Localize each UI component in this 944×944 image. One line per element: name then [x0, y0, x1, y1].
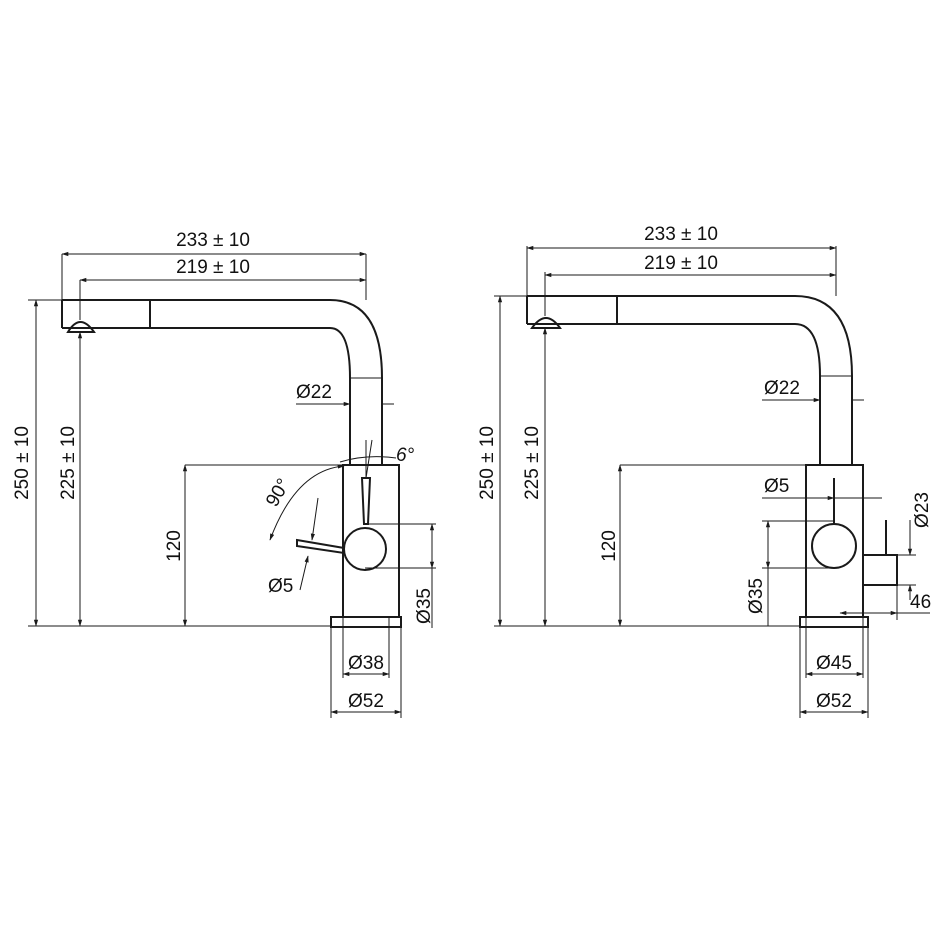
- left-knob: [343, 527, 387, 571]
- left-dim-body-diameter: Ø38: [330, 617, 402, 718]
- left-knob-diameter-label: Ø35: [414, 588, 435, 624]
- left-base-diameter-label: Ø52: [348, 691, 384, 712]
- left-dim-overall-height: 250 ± 10: [12, 299, 331, 627]
- right-dim-lever-diameter: Ø5: [762, 476, 882, 501]
- right-dim-overall-reach: 233 ± 10: [526, 224, 837, 296]
- right-body-height-label: 120: [599, 530, 620, 562]
- right-faucet-body: [526, 295, 898, 628]
- left-body-diameter-label: Ø38: [348, 653, 384, 674]
- left-dim-overall-reach: 233 ± 10: [61, 230, 367, 300]
- left-faucet-view: 233 ± 10 219 ± 10 250 ± 10 225 ± 10 120: [12, 230, 436, 718]
- right-side-valve: [862, 554, 898, 586]
- left-base: [330, 616, 402, 628]
- left-dim-base-diameter: Ø52: [330, 691, 402, 715]
- right-overall-height-label: 250 ± 10: [477, 426, 498, 500]
- right-body-diameter-label: Ø45: [816, 653, 852, 674]
- left-dim-tilt-angle: 6°: [339, 439, 415, 479]
- left-overall-reach-label: 233 ± 10: [176, 230, 250, 251]
- left-dim-tube-diameter: Ø22: [296, 382, 394, 407]
- left-lever-diameter-label: Ø5: [268, 576, 293, 597]
- right-knob: [811, 523, 857, 569]
- right-overall-reach-label: 233 ± 10: [644, 224, 718, 245]
- left-lever-swung: [296, 538, 345, 555]
- right-dim-base-diameter: Ø52: [799, 691, 869, 715]
- right-dim-body-diameter: Ø45: [799, 617, 869, 718]
- left-body-height-label: 120: [164, 530, 185, 562]
- left-dim-lever-diameter: Ø5: [268, 497, 319, 597]
- right-dim-spout-height: 225 ± 10: [522, 327, 548, 627]
- right-tube-diameter-label: Ø22: [764, 378, 800, 399]
- left-tube-diameter-label: Ø22: [296, 382, 332, 403]
- left-dim-body-height: 120: [164, 464, 343, 627]
- right-knob-diameter-label: Ø35: [746, 578, 767, 614]
- left-aerator-nozzle: [66, 321, 96, 333]
- right-faucet-view: 233 ± 10 219 ± 10 250 ± 10 225 ± 10 120: [477, 224, 933, 718]
- left-lever-swing-label: 90°: [262, 475, 295, 510]
- left-tilt-angle-label: 6°: [396, 445, 415, 466]
- right-dim-side-valve-offset: 46: [839, 585, 931, 620]
- right-base-diameter-label: Ø52: [816, 691, 852, 712]
- right-base: [799, 616, 869, 628]
- left-dim-lever-swing: 90°: [262, 464, 345, 541]
- right-dim-tube-diameter: Ø22: [762, 378, 864, 403]
- left-dim-spout-reach: 219 ± 10: [79, 257, 367, 320]
- right-dim-spout-reach: 219 ± 10: [544, 253, 837, 316]
- left-body: [342, 464, 400, 618]
- right-lever-diameter-label: Ø5: [764, 476, 789, 497]
- left-overall-height-label: 250 ± 10: [12, 426, 33, 500]
- right-spout-height-label: 225 ± 10: [522, 426, 543, 500]
- right-dim-side-valve-diameter: Ø23: [897, 492, 933, 600]
- left-spout-reach-label: 219 ± 10: [176, 257, 250, 278]
- right-dim-body-height: 120: [599, 464, 863, 627]
- right-side-valve-offset-label: 46: [910, 592, 931, 613]
- right-aerator-nozzle: [530, 317, 562, 329]
- left-spout-height-label: 225 ± 10: [58, 426, 79, 500]
- left-dim-spout-height: 225 ± 10: [58, 331, 83, 627]
- left-dim-knob-diameter: Ø35: [365, 523, 436, 628]
- right-dim-knob-diameter: Ø35: [746, 520, 834, 626]
- left-faucet-body: [61, 299, 402, 628]
- left-lever: [360, 477, 372, 525]
- right-spout-reach-label: 219 ± 10: [644, 253, 718, 274]
- right-side-valve-diameter-label: Ø23: [912, 492, 933, 528]
